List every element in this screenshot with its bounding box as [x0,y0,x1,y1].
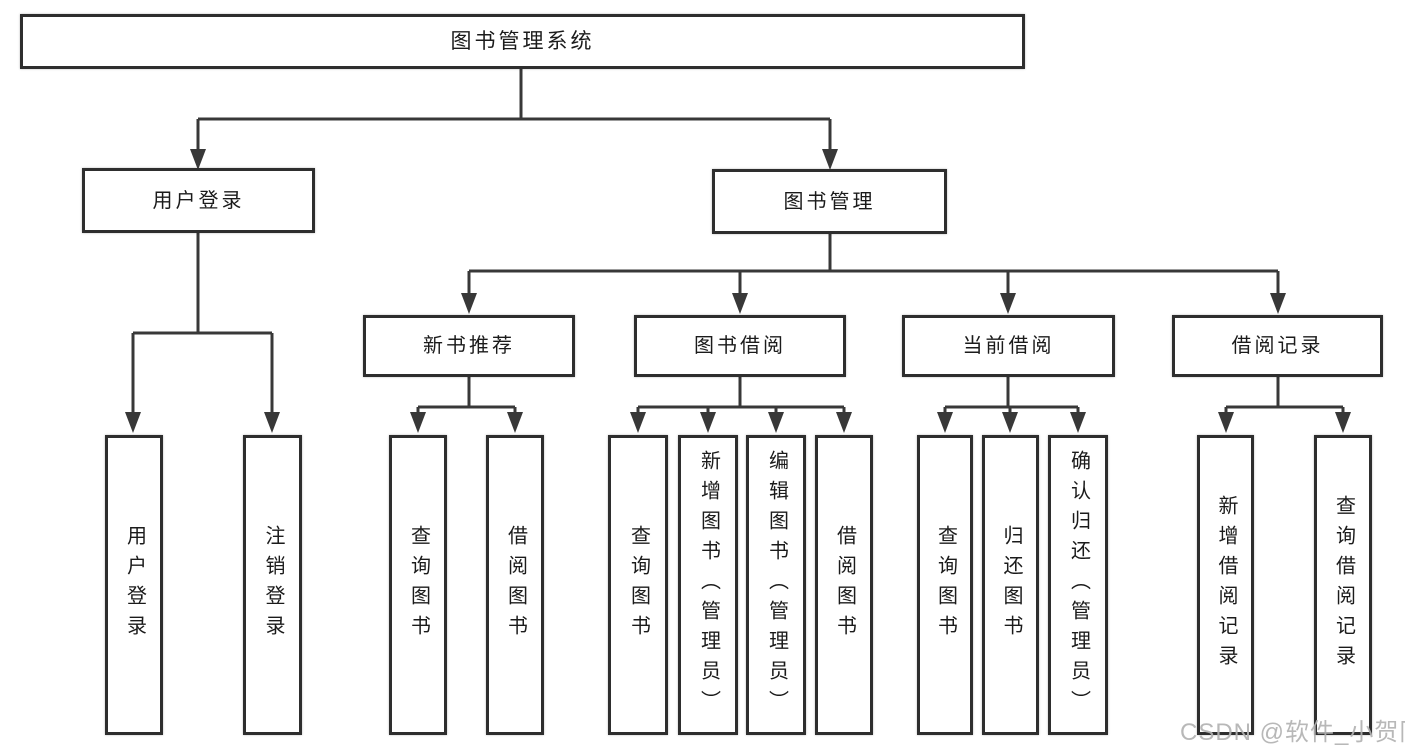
leaf-bb-borrow-books: 借阅图书 [815,435,873,735]
leaf-bb-add-books-admin: 新增图书（管理员） [678,435,738,735]
leaf-cb-confirm-return-admin: 确认归还（管理员） [1048,435,1108,735]
node-current-borrowing: 当前借阅 [902,315,1115,377]
node-borrow-records: 借阅记录 [1172,315,1383,377]
leaf-bb-query-books: 查询图书 [608,435,668,735]
leaf-cb-query-books: 查询图书 [917,435,973,735]
leaf-bb-edit-books-admin: 编辑图书（管理员） [746,435,806,735]
node-book-borrowing: 图书借阅 [634,315,846,377]
node-book-management: 图书管理 [712,169,947,234]
watermark-text: CSDN @软件_小贺同学 [1180,719,1405,746]
node-root-library-management-system: 图书管理系统 [20,14,1025,69]
leaf-cb-return-books: 归还图书 [982,435,1039,735]
node-user-login: 用户登录 [82,168,315,233]
leaf-br-add-borrow-record: 新增借阅记录 [1197,435,1254,735]
leaf-br-query-borrow-record: 查询借阅记录 [1314,435,1372,735]
node-new-book-recommendation: 新书推荐 [363,315,575,377]
leaf-user-login: 用户登录 [105,435,163,735]
leaf-rec-borrow-books: 借阅图书 [486,435,544,735]
connector-lines [131,69,1345,414]
leaf-logout: 注销登录 [243,435,302,735]
leaf-rec-query-books: 查询图书 [389,435,447,735]
